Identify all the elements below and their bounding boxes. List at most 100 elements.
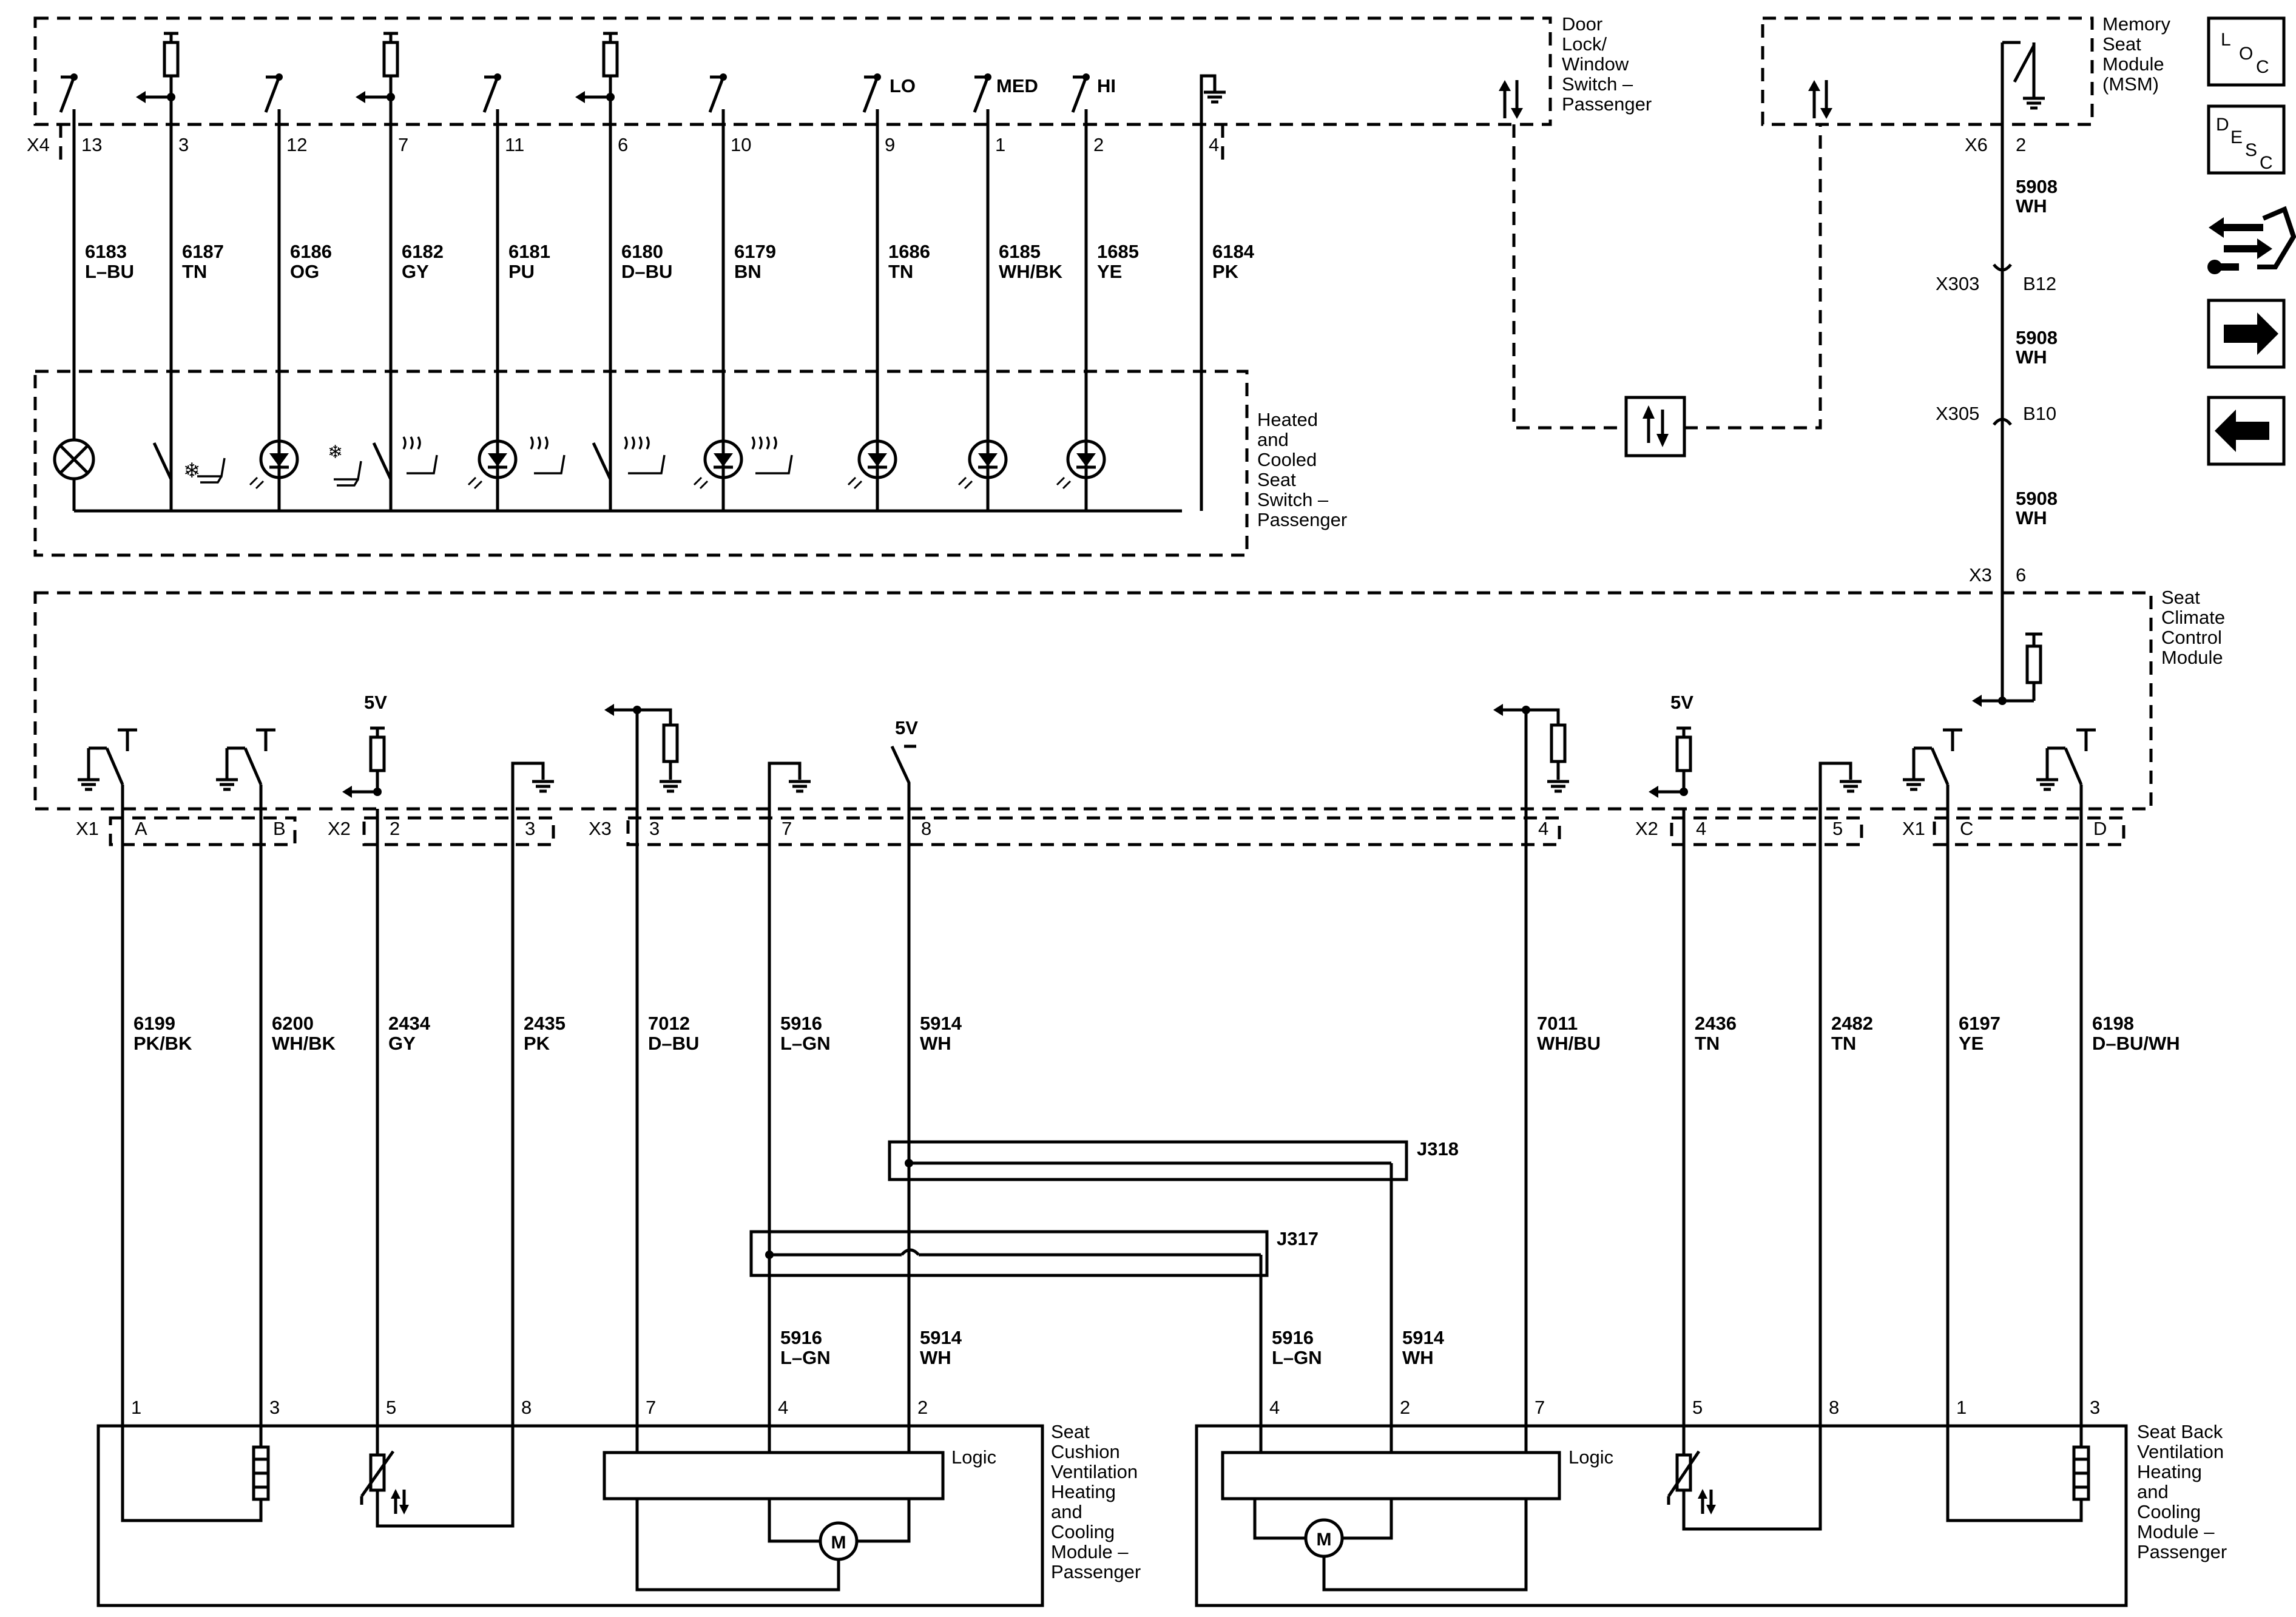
back-pin-4: 4 xyxy=(1269,1397,1280,1418)
top-circuit-color-6182: GY xyxy=(402,261,429,282)
supply-5v-label-3: 5V xyxy=(1670,692,1693,713)
seat-back-label-line-0: Seat Back xyxy=(2137,1421,2223,1442)
top-circuit-color-1685: YE xyxy=(1097,261,1122,282)
top-pin-2: 2 xyxy=(1093,134,1104,155)
sccm-conn-right-2: X1 xyxy=(1902,818,1925,839)
top-circuit-number-6181: 6181 xyxy=(508,241,550,262)
top-pin-6: 6 xyxy=(618,134,628,155)
inline-pin-B12: B12 xyxy=(2023,273,2056,294)
top-circuit-number-1686: 1686 xyxy=(888,241,930,262)
bottom-circuit-number-2436: 2436 xyxy=(1695,1013,1737,1034)
top-circuit-number-6184: 6184 xyxy=(1212,241,1255,262)
back-pin-3: 3 xyxy=(2090,1397,2100,1418)
top-pin-9: 9 xyxy=(885,134,895,155)
sccm-pin-right-X2-4: 4 xyxy=(1696,818,1706,839)
memory-seat-module-boundary xyxy=(1761,16,2094,126)
msm-label-line-2: Module xyxy=(2102,53,2164,75)
top-circuit-number-6186: 6186 xyxy=(290,241,332,262)
door-switch-label-line-0: Door xyxy=(1562,13,1602,35)
top-circuit-color-6180: D–BU xyxy=(621,261,672,282)
lower-circuit-color-3: WH xyxy=(1402,1347,1434,1368)
bottom-circuit-number-5914: 5914 xyxy=(920,1013,962,1034)
top-circuit-number-6180: 6180 xyxy=(621,241,663,262)
nav-icon-group[interactable]: L O C D E S C xyxy=(2207,16,2296,466)
sccm-pin-right-X2-5: 5 xyxy=(1832,818,1843,839)
back-pin-1: 1 xyxy=(1956,1397,1967,1418)
bottom-circuit-color-6200: WH/BK xyxy=(272,1033,336,1054)
bottom-circuit-number-2434: 2434 xyxy=(388,1013,431,1034)
splice-j318-label: J318 xyxy=(1417,1138,1459,1160)
top-circuit-number-6183: 6183 xyxy=(85,241,127,262)
heated-switch-label-line-2: Cooled xyxy=(1257,449,1317,470)
heated-switch-label-line-4: Switch – xyxy=(1257,489,1329,510)
top-pin-10: 10 xyxy=(731,134,751,155)
data-arrows-icon xyxy=(1499,80,1523,119)
seat-cushion-label-line-1: Cushion xyxy=(1051,1441,1120,1462)
inline-connector-X303: X303 xyxy=(1936,273,1979,294)
lower-circuit-number-2: 5916 xyxy=(1272,1327,1314,1348)
splice-j318: J318 xyxy=(888,1138,1459,1416)
seat-heat-icon xyxy=(402,436,438,474)
msm-circuit-2: 5908 xyxy=(2016,488,2058,509)
seat-back-label-line-1: Ventilation xyxy=(2137,1441,2224,1462)
sccm-pin-6: 6 xyxy=(2016,564,2026,586)
connector-tool-icon[interactable] xyxy=(2207,206,2296,274)
back-motor-label: M xyxy=(1317,1530,1332,1550)
msm-data-arrows-icon xyxy=(1808,80,1832,119)
bottom-circuit-number-2482: 2482 xyxy=(1831,1013,1873,1034)
bottom-circuit-number-7011: 7011 xyxy=(1537,1013,1578,1034)
description-icon[interactable]: D E S C xyxy=(2207,104,2286,175)
seat-back-label-line-2: Heating xyxy=(2137,1461,2202,1482)
sccm-label-line-2: Control xyxy=(2161,627,2222,648)
top-circuit-number-6187: 6187 xyxy=(182,241,224,262)
switch-circuit-group: X4 xyxy=(27,16,1552,557)
svg-text:S: S xyxy=(2245,140,2257,160)
cushion-motor-label: M xyxy=(831,1533,846,1553)
seat-cushion-label-line-4: and xyxy=(1051,1501,1082,1522)
seat-cushion-label-line-6: Module – xyxy=(1051,1541,1129,1562)
sccm-pin-X3-7: 7 xyxy=(782,818,792,839)
back-pin-2: 2 xyxy=(1400,1397,1410,1418)
bottom-circuit-color-6199: PK/BK xyxy=(133,1033,192,1054)
seat-back-label-line-4: Cooling xyxy=(2137,1501,2201,1522)
indicator-lamp-icon xyxy=(53,438,95,511)
arrow-left-icon[interactable] xyxy=(2207,396,2286,466)
seat-cushion-module-label: SeatCushionVentilationHeatingandCoolingM… xyxy=(1051,1421,1141,1582)
sccm-conn-left-0: X1 xyxy=(76,818,99,839)
seat-cushion-module: SeatCushionVentilationHeatingandCoolingM… xyxy=(96,1416,1141,1607)
back-logic-label: Logic xyxy=(1568,1447,1613,1468)
location-icon[interactable]: L O C xyxy=(2207,16,2286,87)
top-circuit-color-1686: TN xyxy=(888,261,913,282)
sccm-pin-X3-3: 3 xyxy=(649,818,660,839)
cushion-pin-8: 8 xyxy=(521,1397,532,1418)
msm-pin: 2 xyxy=(2016,134,2026,155)
door-switch-label-line-3: Switch – xyxy=(1562,73,1633,95)
back-pin-8: 8 xyxy=(1829,1397,1839,1418)
splice-j317-label: J317 xyxy=(1277,1228,1319,1249)
seat-cushion-label-line-0: Seat xyxy=(1051,1421,1090,1442)
seat-back-label-line-6: Passenger xyxy=(2137,1541,2227,1562)
sccm-pin-X1-A: A xyxy=(135,818,147,839)
bottom-circuit-color-2435: PK xyxy=(524,1033,550,1054)
top-circuit-color-6181: PU xyxy=(508,261,535,282)
sccm-pin-X3-8: 8 xyxy=(921,818,931,839)
top-pin-1: 1 xyxy=(995,134,1005,155)
seat-heat-back-icon xyxy=(530,436,566,474)
sccm-pin-right-X1-D: D xyxy=(2093,818,2107,839)
bottom-circuit-number-5916: 5916 xyxy=(780,1013,822,1034)
arrow-right-icon[interactable] xyxy=(2207,299,2286,369)
sccm-pin-right-x3-4: 4 xyxy=(1538,818,1548,839)
heated-switch-label-line-0: Heated xyxy=(1257,409,1318,430)
bottom-circuit-color-2482: TN xyxy=(1831,1033,1856,1054)
top-pin-4: 4 xyxy=(1209,134,1219,155)
bottom-wire-columns: 6199PK/BK6200WH/BK2434GY2435PK7012D–BU59… xyxy=(121,809,2180,1416)
msm-output-switch xyxy=(2001,41,2045,124)
top-circuit-color-6186: OG xyxy=(290,261,319,282)
